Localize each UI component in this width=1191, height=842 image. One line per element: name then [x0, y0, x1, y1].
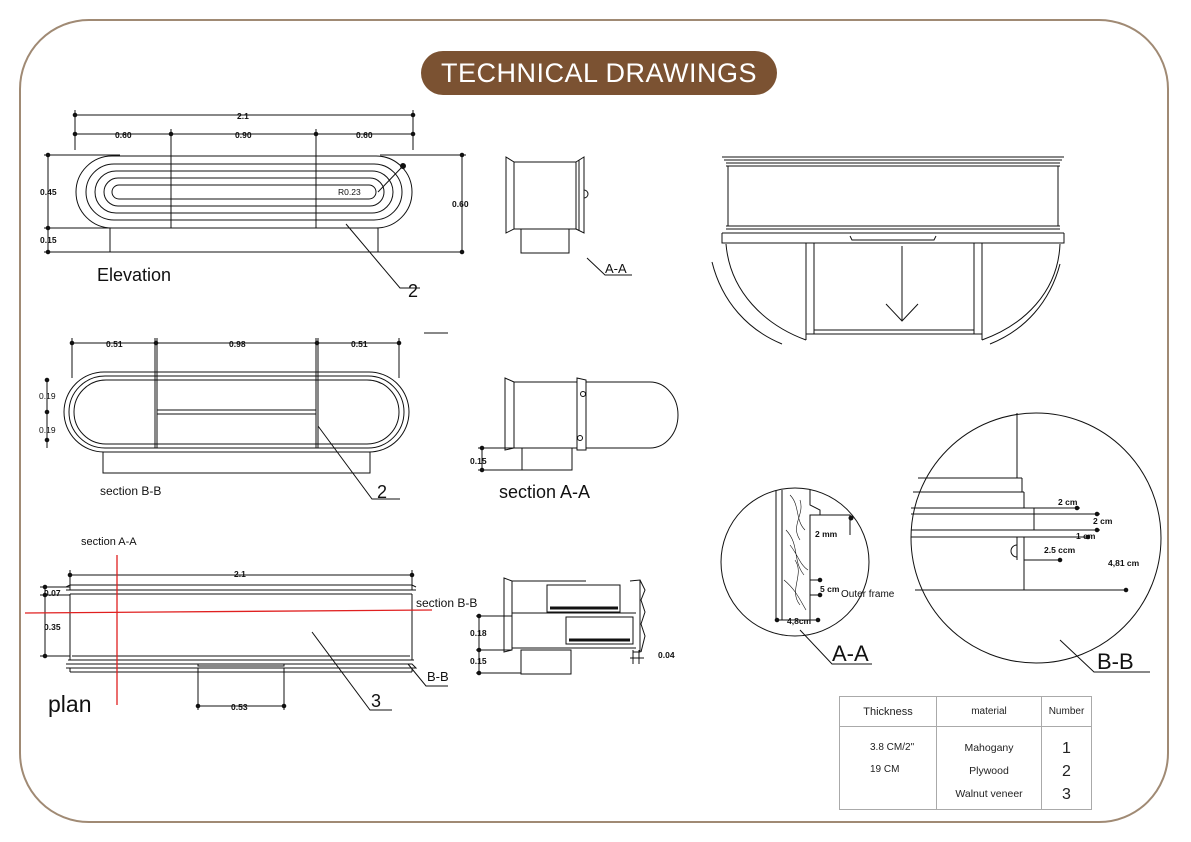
plan-texts: section A-A section B-B 2.1 0.07 0.35 0.…: [44, 536, 477, 717]
material-value: Mahogany: [964, 742, 1014, 754]
detail-bb-texts: 2 cm 2 cm 1 cm 2.5 ccm 4,81 cm B-B: [1044, 497, 1140, 674]
dim-right-bay: 0.60: [356, 130, 373, 140]
dim-plan-depth: 0.35: [44, 622, 61, 632]
elevation-label: Elevation: [97, 265, 171, 285]
number-value: 2: [1062, 763, 1071, 780]
dim-left-bay: 0.60: [115, 130, 132, 140]
section-aa-side-view: [505, 156, 632, 276]
plan-callout: 3: [371, 691, 381, 711]
dim-detail-bb-c: 1 cm: [1076, 531, 1096, 541]
section-aa-label: section A-A: [499, 482, 590, 502]
number-cell: 1 2 3: [1041, 726, 1092, 810]
dim-detail-bb-a: 2 cm: [1058, 497, 1078, 507]
table-body-row: 3.8 CM/2" 19 CM Mahogany Plywood Walnut …: [839, 726, 1092, 810]
dim-drawer-height: 0.18: [470, 628, 487, 638]
elevation-view: [44, 110, 466, 289]
dim-bb-upper: 0.19: [39, 391, 56, 401]
thickness-cell: 3.8 CM/2" 19 CM: [839, 726, 937, 810]
dim-drawer-base: 0.15: [470, 656, 487, 666]
cut-line-bb: [24, 609, 433, 614]
dim-plan-lip: 0.07: [44, 588, 61, 598]
drawer-section-texts: 0.18 0.15 0.04: [470, 628, 675, 666]
detail-bb-view: [910, 412, 1162, 673]
plan-cut-lines: [24, 555, 433, 705]
section-bb-view: [44, 332, 448, 500]
material-value: Walnut veneer: [955, 788, 1023, 800]
dim-bb-left: 0.51: [106, 339, 123, 349]
header-material: material: [936, 696, 1042, 727]
thickness-value: 19 CM: [870, 764, 900, 775]
detail-bb-label: B-B: [1097, 649, 1134, 674]
number-value: 3: [1062, 786, 1071, 803]
dim-detail-aa-frame: 5 cm: [820, 584, 840, 594]
dim-detail-aa-gap: 2 mm: [815, 529, 838, 539]
table-header-row: Thickness material Number: [839, 696, 1092, 727]
dim-total-height: 0.60: [452, 199, 469, 209]
dim-detail-bb-b: 2 cm: [1093, 516, 1113, 526]
detail-aa-note: Outer frame: [841, 589, 895, 600]
drawer-section-view: [476, 577, 646, 676]
dim-body-height: 0.45: [40, 187, 57, 197]
dim-bb-center: 0.98: [229, 339, 246, 349]
sheet-border: [19, 19, 1169, 823]
dim-bb-lower: 0.19: [39, 425, 56, 435]
plan-cut-aa-label: section A-A: [81, 536, 137, 548]
number-value: 1: [1062, 740, 1071, 757]
section-aa-view: [478, 377, 679, 473]
elevation-callout: 2: [408, 281, 418, 301]
dim-detail-aa-width: 4,8cm: [787, 616, 812, 626]
dim-plan-width: 2.1: [234, 569, 246, 579]
header-thickness: Thickness: [839, 696, 937, 727]
detail-aa-view: [720, 487, 872, 665]
elevation-dim-texts: 2.1 0.60 0.90 0.60 0.45 0.15 0.60 R0.23 …: [40, 111, 469, 301]
section-bb-texts: 0.51 0.98 0.51 0.19 0.19 section B-B 2: [39, 339, 387, 502]
material-value: Plywood: [969, 765, 1009, 777]
section-bb-label: section B-B: [100, 484, 161, 498]
plan-view: [40, 570, 448, 711]
detail-aa-label: A-A: [832, 641, 869, 666]
plan-cut-bb-label: section B-B: [416, 596, 477, 610]
detail-aa-texts: 2 mm 5 cm Outer frame 4,8cm A-A: [787, 529, 895, 666]
dim-aa-base: 0.15: [470, 456, 487, 466]
header-number: Number: [1041, 696, 1092, 727]
dim-drawer-front: 0.04: [658, 650, 675, 660]
dim-detail-bb-d: 2.5 ccm: [1044, 545, 1076, 555]
dim-detail-bb-e: 4,81 cm: [1108, 558, 1140, 568]
dim-base-height: 0.15: [40, 235, 57, 245]
thickness-value: 3.8 CM/2": [870, 742, 915, 753]
section-aa-texts: 0.15 section A-A: [470, 456, 590, 502]
dim-plan-base: 0.53: [231, 702, 248, 712]
materials-table: Thickness material Number 3.8 CM/2" 19 C…: [839, 696, 1092, 810]
section-aa-top-label: A-A: [605, 261, 627, 276]
dim-radius: R0.23: [338, 187, 361, 197]
plan-label: plan: [48, 691, 91, 717]
section-bb-callout: 2: [377, 482, 387, 502]
dim-overall-width: 2.1: [237, 111, 249, 121]
dim-center-bay: 0.90: [235, 130, 252, 140]
page-title: TECHNICAL DRAWINGS: [421, 51, 777, 95]
drawer-open-view: [711, 156, 1065, 345]
plan-bb-marker: B-B: [427, 669, 449, 684]
material-cell: Mahogany Plywood Walnut veneer: [936, 726, 1042, 810]
dim-bb-right: 0.51: [351, 339, 368, 349]
